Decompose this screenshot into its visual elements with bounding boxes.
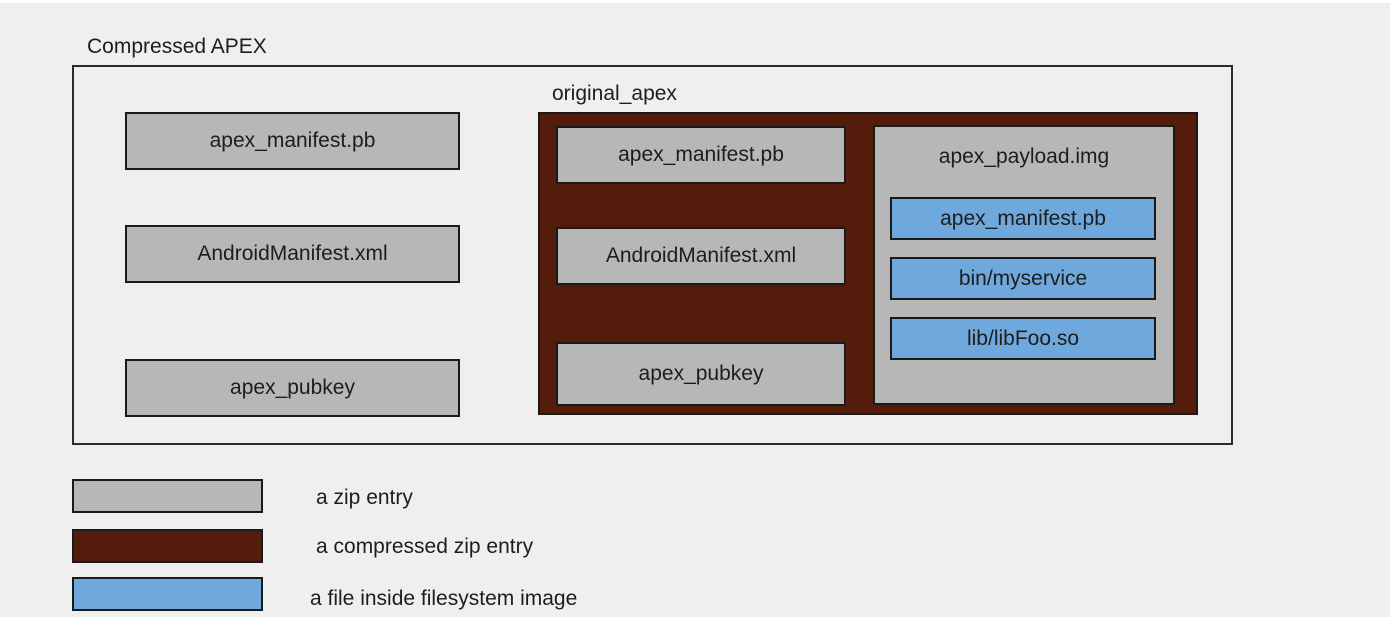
fs-file-label: apex_manifest.pb [940,206,1106,230]
bottom-edge-strip [0,617,1390,624]
inner-zip-entry-label: AndroidManifest.xml [605,244,797,267]
diagram-title: Compressed APEX [87,35,267,58]
fs-file-label: bin/myservice [958,266,1088,290]
inner-zip-entry-label: apex_manifest.pb [618,143,784,166]
fs-file-box: bin/myservice [890,257,1156,300]
legend-label: a file inside filesystem image [310,587,578,610]
legend-label: a zip entry [316,486,413,509]
inner-zip-entry-box: apex_pubkey [556,342,846,406]
inner-zip-entry-box: apex_manifest.pb [556,126,846,184]
fs-file-box: lib/libFoo.so [890,317,1156,360]
original-apex-label: original_apex [552,82,677,105]
zip-entry-box: apex_pubkey [125,359,460,417]
inner-zip-entry-label: apex_pubkey [638,362,764,385]
zip-entry-box: apex_manifest.pb [125,112,460,170]
zip-entry-label: apex_manifest.pb [209,129,376,152]
legend-swatch-zip-entry [72,479,263,513]
zip-entry-box: AndroidManifest.xml [125,225,460,283]
legend-swatch-compressed-zip-entry [72,529,263,563]
zip-entry-label: AndroidManifest.xml [197,242,388,265]
fs-file-label: lib/libFoo.so [966,326,1080,350]
legend-label: a compressed zip entry [316,535,534,558]
fs-file-box: apex_manifest.pb [890,197,1156,240]
zip-entry-label: apex_pubkey [230,376,355,399]
inner-zip-entry-box: AndroidManifest.xml [556,227,846,285]
payload-image-label: apex_payload.img [938,145,1110,168]
top-edge-strip [0,0,1390,3]
legend-swatch-filesystem-file [72,577,263,611]
